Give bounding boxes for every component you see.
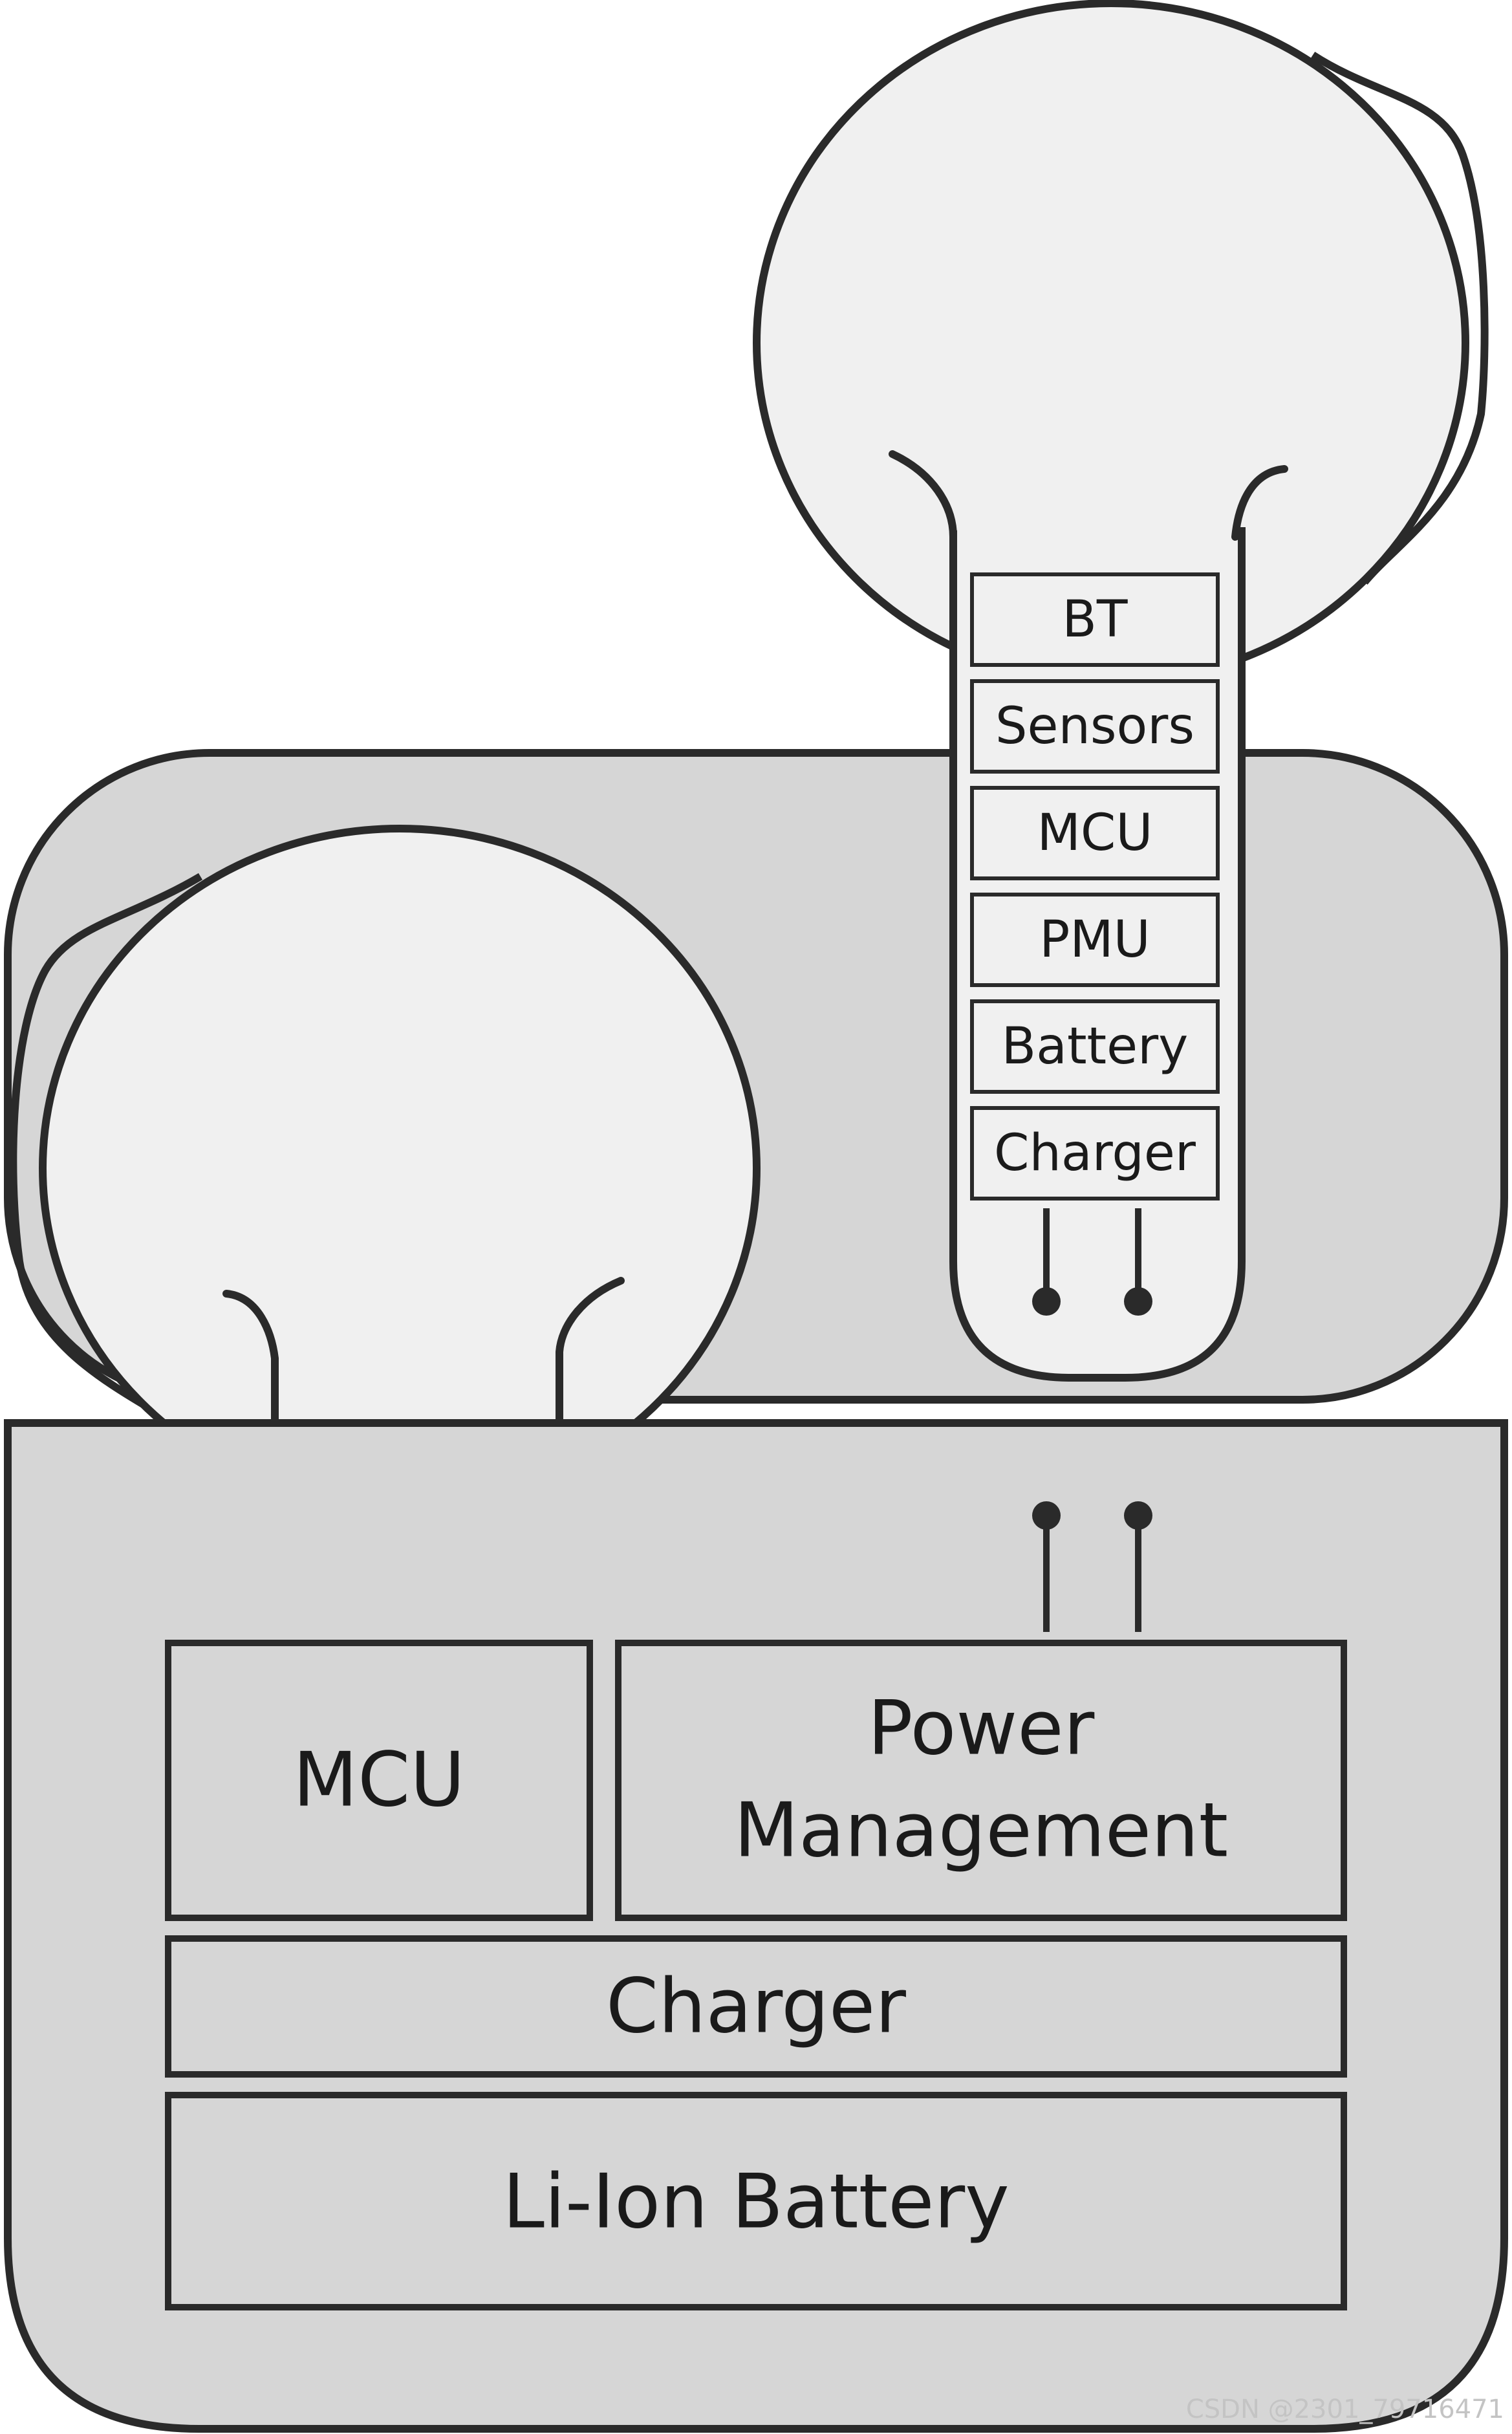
case-power-management-block: Power Management: [615, 1640, 1347, 1921]
earbud-stack-pmu: PMU: [970, 893, 1220, 987]
right-earbud-curl-right: [1231, 465, 1288, 541]
earbud-stack-label: PMU: [1039, 911, 1150, 969]
earbud-stack-label: BT: [1062, 591, 1128, 649]
case-power-management-label-line2: Management: [734, 1787, 1228, 1874]
right-earbud-stem-outline: [949, 527, 1246, 1382]
left-earbud-shell: [9, 873, 203, 1427]
earbud-stack-label: Battery: [1002, 1017, 1189, 1076]
case-charger-block: Charger: [165, 1935, 1347, 2078]
case-mcu-label: MCU: [293, 1737, 465, 1824]
case-charging-pins: [1032, 1501, 1152, 1632]
earbud-stack-label: Sensors: [995, 697, 1194, 755]
earbud-charging-pins: [1032, 1208, 1152, 1316]
case-charger-label: Charger: [606, 1963, 906, 2050]
left-earbud-head: [39, 825, 761, 1512]
case-mcu-block: MCU: [165, 1640, 593, 1921]
case-battery-label: Li-Ion Battery: [502, 2158, 1010, 2246]
earbud-stack-label: Charger: [994, 1124, 1196, 1182]
earbud-stack-mcu: MCU: [970, 786, 1220, 880]
left-earbud-stem-left: [222, 1290, 279, 1427]
left-earbud-stem-right: [556, 1277, 625, 1427]
right-earbud-shell: [1310, 51, 1489, 585]
earbud-stack-sensors: Sensors: [970, 679, 1220, 774]
watermark-text: CSDN @2301_79716471: [1186, 2395, 1504, 2424]
earbud-stack-charger: Charger: [970, 1106, 1220, 1201]
earbud-stack-bt: BT: [970, 572, 1220, 667]
case-power-management-label-line1: Power: [868, 1685, 1095, 1772]
right-earbud-curl-left: [889, 450, 957, 541]
earbud-stack-battery: Battery: [970, 999, 1220, 1094]
case-battery-block: Li-Ion Battery: [165, 2092, 1347, 2310]
earbud-stack-label: MCU: [1037, 804, 1153, 862]
